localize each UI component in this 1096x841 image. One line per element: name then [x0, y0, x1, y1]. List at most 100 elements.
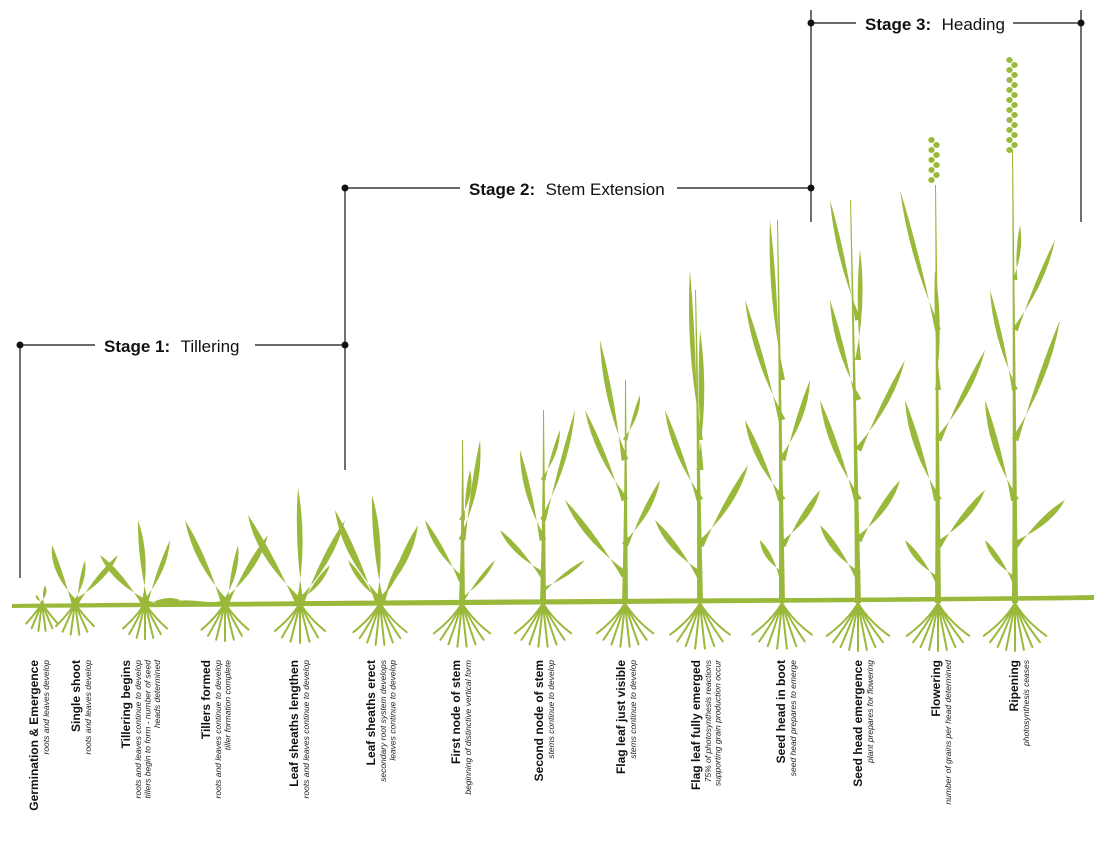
leaf-shape [621, 480, 660, 547]
root-shape [996, 602, 1016, 648]
stage-2-bracket [341, 184, 815, 345]
leaf-shape [144, 597, 180, 606]
grain-shape [1011, 92, 1018, 98]
growth-step-label: Leaf sheaths lengthenroots and leaves co… [287, 660, 311, 799]
leaf-shape [990, 290, 1018, 391]
leaf-shape [688, 270, 703, 441]
grain-shape [1006, 97, 1013, 103]
leaf-shape [820, 525, 862, 578]
grain-shape [933, 142, 940, 148]
stage-2-heading: Stage 2: Stem Extension [469, 180, 665, 199]
ground-line [12, 595, 1094, 608]
root-shape [919, 602, 939, 648]
leaf-shape [1012, 240, 1055, 332]
growth-step-label: Second node of stemstems continue to dev… [532, 660, 556, 782]
leaf-shape [425, 520, 465, 582]
grain-shape [1006, 147, 1013, 153]
growth-step-description: roots and leaves develop [83, 660, 93, 755]
growth-step-title: Germination & Emergence [27, 660, 41, 811]
leaf-shape [696, 330, 705, 470]
root-shape [937, 602, 971, 637]
leaf-shape [830, 300, 862, 401]
grain-shape [1011, 122, 1018, 128]
grain-shape [1006, 57, 1013, 63]
growth-step-label: Germination & Emergenceroots and leaves … [27, 660, 51, 811]
growth-step-label: Leaf sheaths erectsecondary root system … [364, 659, 398, 782]
growth-step-label: Flag leaf fully emerged75% of photosynth… [689, 659, 723, 790]
leaf-shape [540, 410, 575, 521]
growth-step-title: Second node of stem [532, 660, 546, 781]
plant-10 [655, 270, 748, 650]
plant-3 [100, 520, 180, 641]
grain-shape [1011, 72, 1018, 78]
plant-5 [248, 488, 345, 645]
leaf-shape [1012, 500, 1065, 548]
leaf-shape [540, 430, 561, 481]
leaf-shape [760, 540, 785, 577]
grain-shape [933, 152, 940, 158]
plant-9 [565, 340, 660, 648]
growth-step-label: Flag leaf just visiblestems continue to … [614, 660, 638, 774]
growth-step-description: roots and leaves continue to develop [213, 660, 223, 799]
growth-step-label: Floweringnumber of grains per head deter… [929, 660, 953, 805]
grain-shape [928, 177, 935, 183]
leaf-shape [500, 530, 546, 578]
plant-2 [51, 545, 118, 636]
stage-2-name: Stem Extension [546, 180, 665, 199]
stem-shape [695, 290, 703, 603]
grain-shape [1006, 137, 1013, 143]
growth-step-label: Seed head in bootseed head prepares to e… [774, 660, 798, 777]
root-shape [781, 602, 813, 636]
leaf-shape [248, 515, 304, 606]
root-shape [74, 602, 95, 627]
growth-step-title: Tillering begins [119, 660, 133, 749]
grain-shape [1011, 62, 1018, 68]
root-shape [379, 602, 408, 634]
leaf-shape [665, 410, 704, 502]
growth-step-description: leaves continue to develop [388, 660, 398, 761]
root-shape [299, 602, 327, 632]
growth-step-description: 75% of photosynthesis reactions [703, 659, 713, 782]
leaf-shape [348, 560, 383, 605]
leaf-shape [160, 600, 225, 606]
growth-step-description: photosynthesis ceases [1021, 659, 1031, 747]
leaf-shape [222, 545, 239, 604]
plants [25, 57, 1065, 652]
root-shape [128, 602, 146, 636]
leaf-shape [934, 490, 985, 548]
leaf-shape [820, 400, 862, 502]
growth-step-title: Leaf sheaths erect [364, 660, 378, 765]
leaf-shape [296, 488, 304, 604]
grain-shape [1006, 127, 1013, 133]
growth-step-title: Tillers formed [199, 660, 213, 739]
leaf-shape [371, 495, 384, 604]
growth-step-description: heads determined [152, 660, 162, 728]
leaf-shape [745, 420, 786, 502]
grain-shape [1011, 112, 1018, 118]
leaf-shape [905, 540, 941, 583]
leaf-shape [458, 440, 481, 541]
leaf-shape [655, 520, 704, 578]
leaf-shape [585, 410, 629, 502]
stage-1-heading: Stage 1: Tillering [104, 337, 239, 356]
growth-step-title: Leaf sheaths lengthen [287, 660, 301, 787]
leaf-shape [1012, 225, 1022, 281]
plant-8 [500, 410, 585, 648]
growth-step-title: First node of stem [449, 660, 463, 764]
leaf-shape [335, 510, 385, 605]
plant-6 [335, 495, 418, 646]
growth-step-description: beginning of distinctive vertical form [463, 660, 473, 795]
leaf-shape [72, 555, 118, 606]
leaf-shape [296, 520, 345, 605]
leaf-shape [854, 480, 900, 543]
root-shape [839, 602, 859, 648]
leaf-shape [985, 540, 1018, 583]
stem-shape [540, 410, 546, 603]
root-shape [857, 602, 891, 637]
growth-step-description: stems continue to develop [546, 660, 556, 759]
leaf-shape [985, 400, 1019, 502]
leaf-shape [541, 560, 585, 593]
stage-3-name: Heading [942, 15, 1005, 34]
growth-step-description: secondary root system develops [378, 659, 388, 782]
growth-step-description: tiller formation complete [223, 660, 233, 751]
